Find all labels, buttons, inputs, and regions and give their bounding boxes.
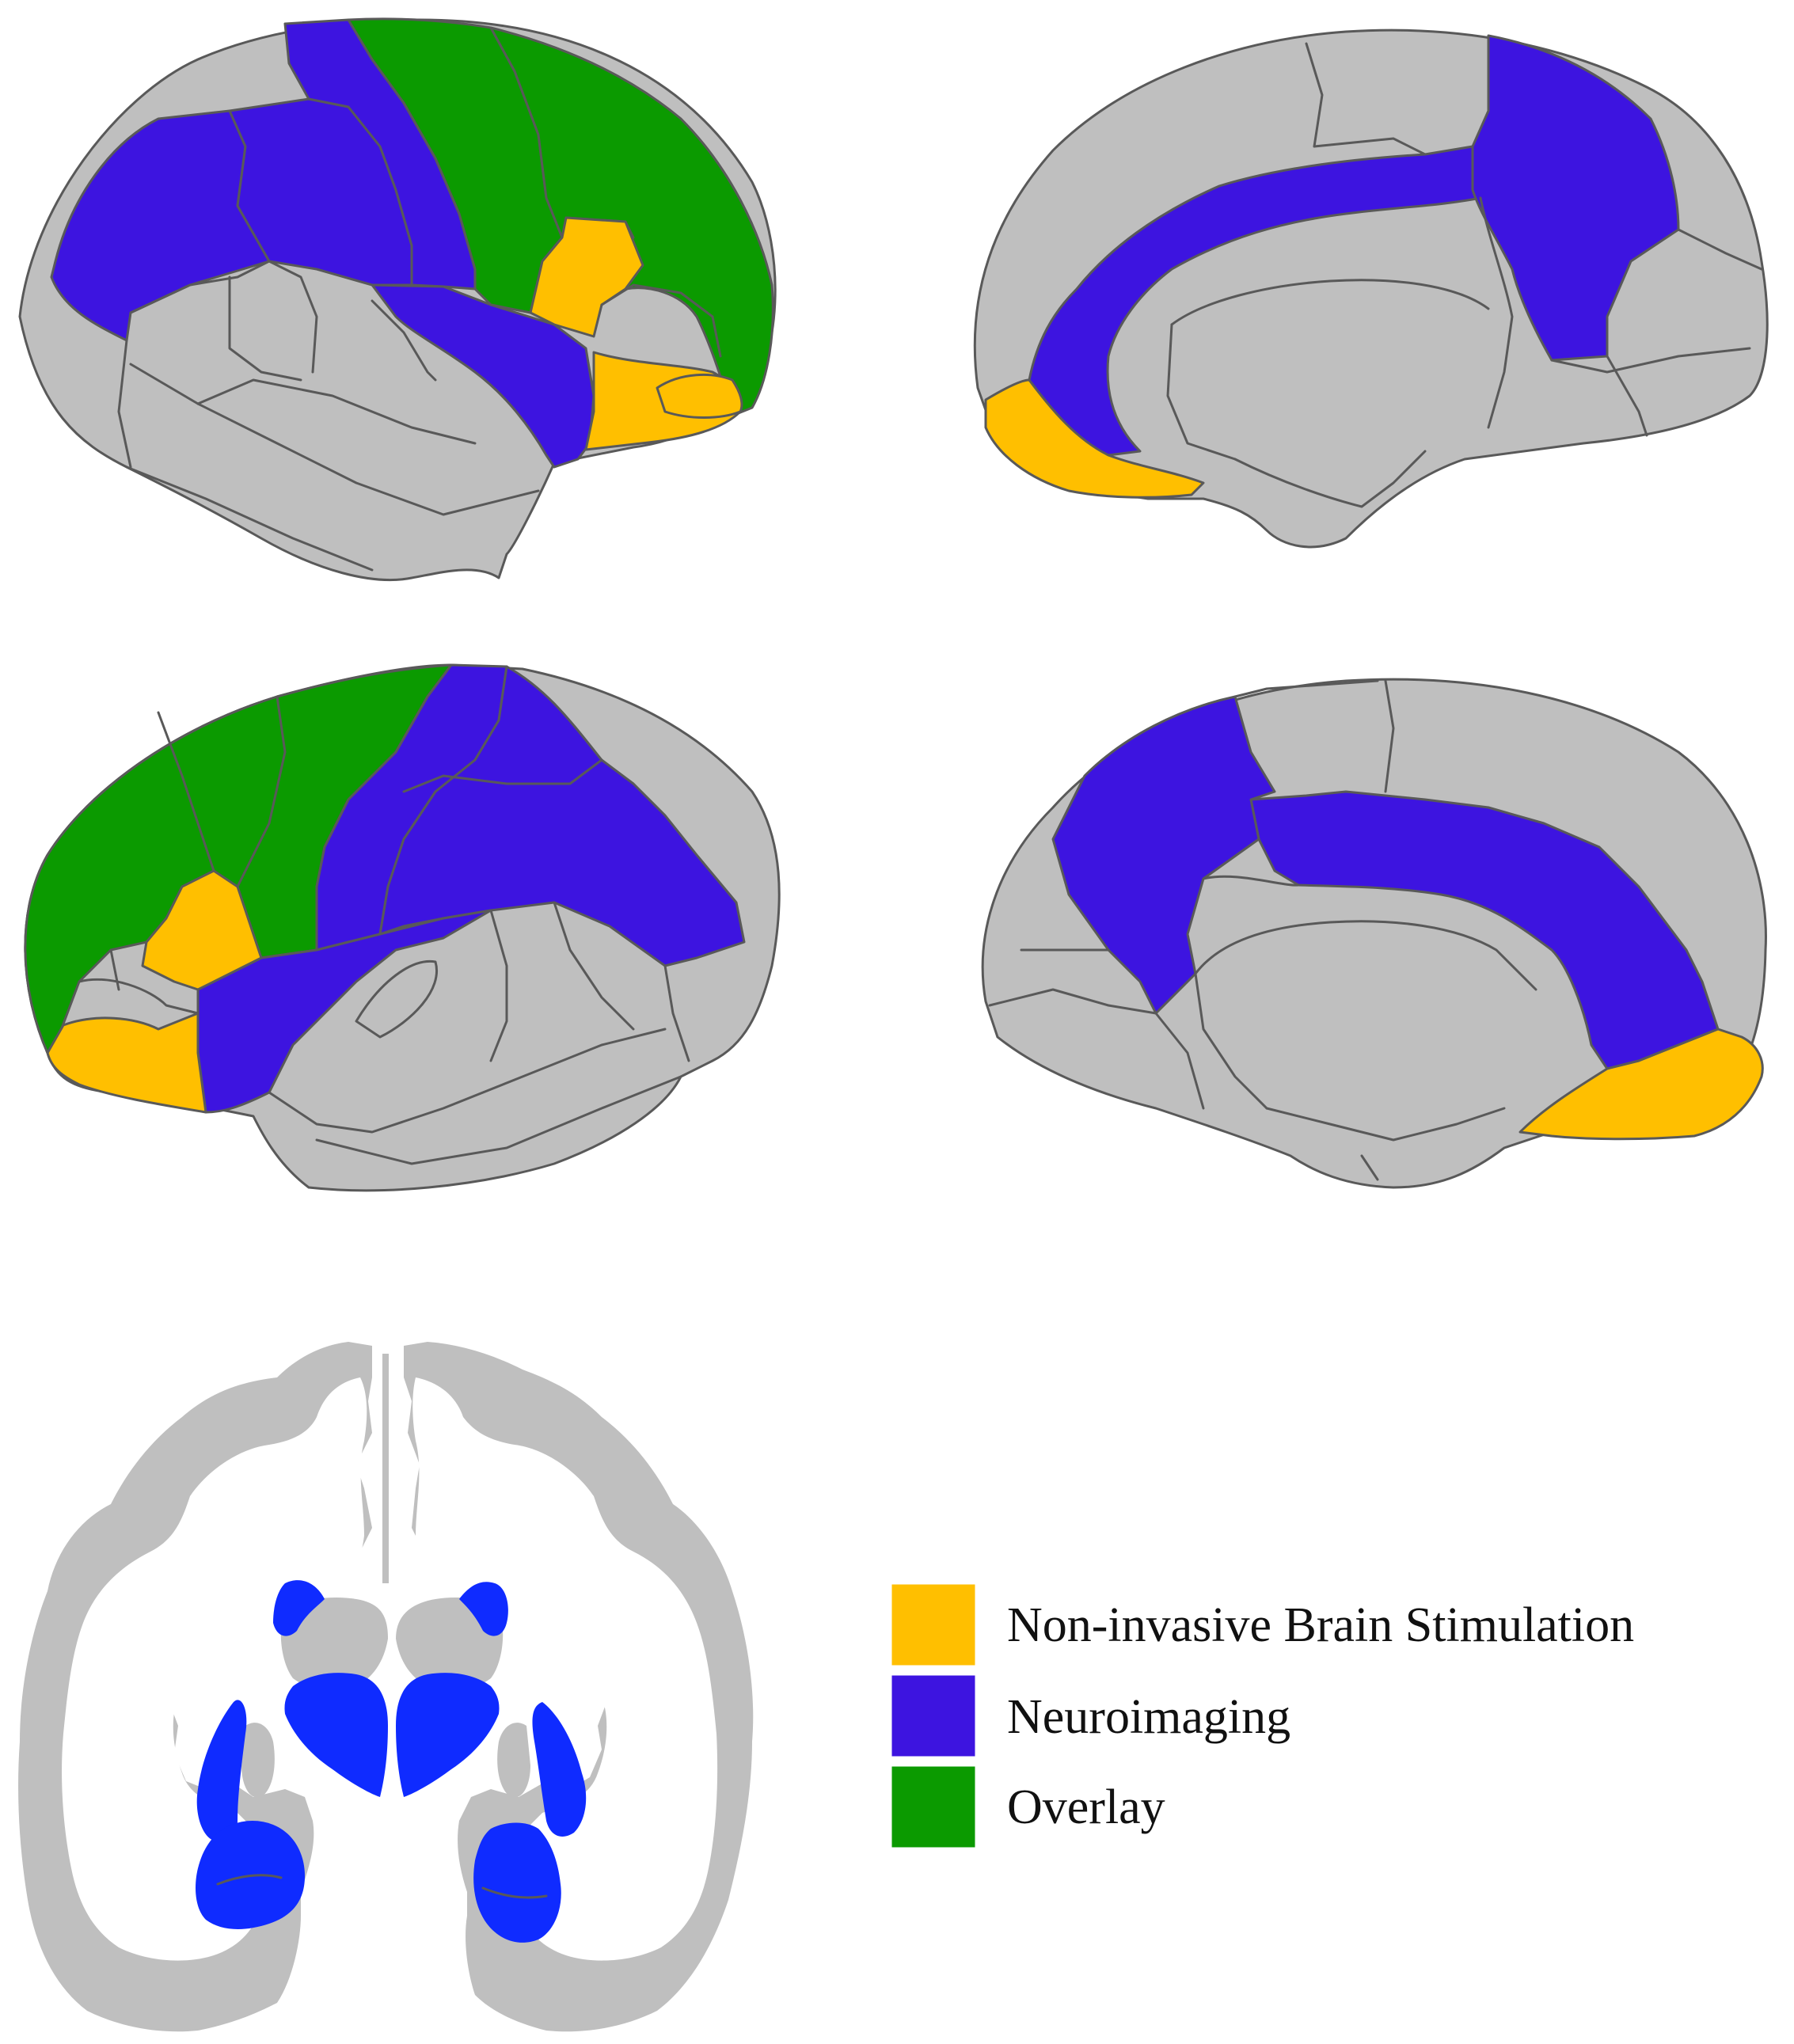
rmed-sulcus-5 [1194, 972, 1268, 1110]
rlat-temporal-region [196, 909, 492, 1114]
lat-sulcus-5 [129, 363, 540, 516]
rlat-sulcus-8 [553, 901, 635, 1031]
med-sulcus-5 [1233, 450, 1427, 508]
med-sulcus-6 [1550, 347, 1751, 374]
rlat-sulcus-9 [402, 758, 603, 793]
rlat-sulcus-2 [109, 948, 120, 991]
legend-swatch-overlay [889, 1764, 978, 1850]
med-cingulate-band [1028, 145, 1482, 457]
rlat-sulcus-4 [315, 1075, 682, 1165]
legend-label-neuroimaging: Neuroimaging [1007, 1690, 1291, 1744]
med-sulcus-7 [1677, 228, 1763, 271]
lat-sulcus-1 [117, 339, 132, 469]
rlat-sulcus-3 [268, 1028, 667, 1134]
right-medial-view [981, 678, 1767, 1189]
rmed-sulcus-10 [1360, 1154, 1379, 1181]
rmed-sulcus-4 [1194, 920, 1537, 991]
rmed-sulcus-9 [1154, 1012, 1205, 1110]
med-precuneus-region [1471, 34, 1680, 362]
med-sulcus-3 [1170, 279, 1490, 326]
lat-sulcus-4 [268, 260, 318, 374]
rlat-sulcus-7 [663, 964, 690, 1062]
right-lateral-view [24, 663, 781, 1192]
coronal-thalamus-right [396, 1673, 500, 1797]
rlat-sulcus-6 [489, 909, 508, 1062]
med-sulcus-8 [1606, 355, 1648, 437]
coronal-caudate-right [396, 1598, 504, 1691]
rmed-cingulate-band [1249, 790, 1720, 1070]
coronal-white-matter-left [62, 1377, 367, 1961]
coronal-caudate-left [280, 1598, 388, 1691]
lat-sulcus-8 [600, 283, 722, 358]
coronal-insula-right [497, 1723, 530, 1798]
rmed-sulcus-1 [1233, 679, 1379, 698]
coronal-insula-left [241, 1723, 275, 1798]
rlat-orbitofrontal-stimulation [46, 1012, 207, 1114]
lat-sulcus-7 [371, 299, 437, 382]
legend-swatch-neuroimaging [889, 1673, 978, 1759]
coronal-amygdala-left-line [216, 1874, 283, 1886]
coronal-white-matter-right [412, 1377, 718, 1961]
coronal-putamen-left [273, 1580, 325, 1636]
coronal-amygdala-right-line [481, 1886, 548, 1899]
lat-dlpfc-stimulation [529, 216, 644, 338]
lat-frontal-overlay [489, 26, 774, 417]
rlat-sulcus-1 [78, 978, 200, 1015]
rmed-sulcus-6 [1265, 1107, 1506, 1142]
lat-sulcus-6 [196, 378, 477, 445]
coronal-striatum-left [196, 1700, 247, 1842]
rmed-sulcus-2 [1384, 679, 1395, 793]
lat-sulcus-2 [129, 260, 271, 314]
coronal-putamen-right [459, 1582, 508, 1636]
med-sulcus-4 [1166, 323, 1237, 461]
coronal-amygdala-right [473, 1822, 561, 1943]
legend [889, 1582, 978, 1850]
left-lateral-view [18, 17, 777, 581]
coronal-slice [18, 1342, 754, 2032]
med-sulcus-2 [1479, 196, 1514, 429]
rlat-sulcus-10 [157, 711, 215, 872]
legend-swatch-stimulation [889, 1582, 978, 1668]
rlat-sulcus-5 [355, 959, 438, 1039]
rmed-orbitofrontal-stimulation [1518, 1028, 1764, 1141]
med-sulcus-1 [1305, 42, 1324, 148]
rlat-parietal-region [378, 665, 746, 967]
legend-label-overlay: Overlay [1007, 1780, 1165, 1834]
rlat-dlpfc-stimulation [141, 869, 263, 991]
rmed-sulcus-7 [988, 988, 1157, 1015]
rmed-sulcus-3 [1202, 875, 1300, 887]
rlat-sulcus-11 [236, 695, 287, 888]
lat-frontal-pole-stimulation [656, 374, 743, 419]
lat-sulcus-9 [125, 465, 374, 572]
med-orbitofrontal-stimulation [984, 378, 1205, 499]
lat-sulcus-3 [228, 275, 302, 382]
coronal-thalamus-left [284, 1673, 388, 1797]
legend-label-stimulation: Non-invasive Brain Stimulation [1007, 1598, 1635, 1652]
coronal-striatum-right [532, 1702, 587, 1837]
med-sulcus-9 [1313, 137, 1427, 156]
left-medial-view [973, 28, 1769, 549]
